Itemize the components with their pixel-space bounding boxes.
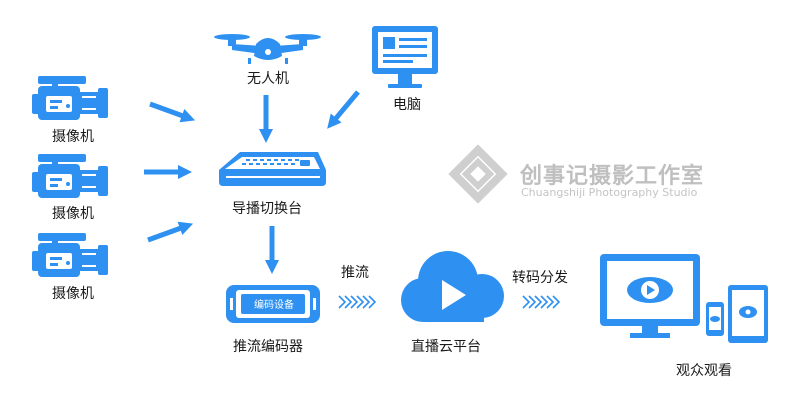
viewer-devices-icon <box>600 254 768 343</box>
arrow-camera3-to-switcher <box>145 217 196 247</box>
platform-label: 直播云平台 <box>411 339 481 355</box>
camera-label-1: 摄像机 <box>52 129 94 145</box>
computer-icon <box>372 26 438 88</box>
watermark-subtitle: Chuangshiji Photography Studio <box>521 186 698 199</box>
play-icon <box>442 280 466 310</box>
switcher-icon <box>219 152 326 186</box>
viewers-label: 观众观看 <box>676 363 732 379</box>
drone-icon <box>214 34 321 64</box>
cloud-icon <box>401 251 504 322</box>
arrow-camera1-to-switcher <box>147 97 198 127</box>
arrow-computer-to-switcher <box>321 87 364 134</box>
camera-icon-1 <box>32 76 108 120</box>
arrow-switcher-to-encoder <box>265 226 279 274</box>
watermark-logo <box>448 144 508 204</box>
encoder-icon <box>226 285 320 323</box>
watermark-title: 创事记摄影工作室 <box>520 164 705 189</box>
camera-icon-3 <box>32 233 108 277</box>
arrow-drone-to-switcher <box>259 95 273 143</box>
computer-label: 电脑 <box>393 97 421 113</box>
drone-label: 无人机 <box>247 71 289 87</box>
encoder-screen-text: 编码设备 <box>254 300 294 311</box>
encoder-label: 推流编码器 <box>233 339 303 355</box>
edge-label-distribute: 转码分发 <box>512 270 568 286</box>
chevrons-push <box>338 295 377 309</box>
edge-label-push: 推流 <box>341 265 369 281</box>
camera-label-2: 摄像机 <box>52 206 94 222</box>
chevrons-distribute <box>522 295 561 309</box>
camera-icon-2 <box>32 154 108 198</box>
switcher-label: 导播切换台 <box>232 201 302 217</box>
arrow-camera2-to-switcher <box>144 165 192 179</box>
camera-label-3: 摄像机 <box>52 286 94 302</box>
